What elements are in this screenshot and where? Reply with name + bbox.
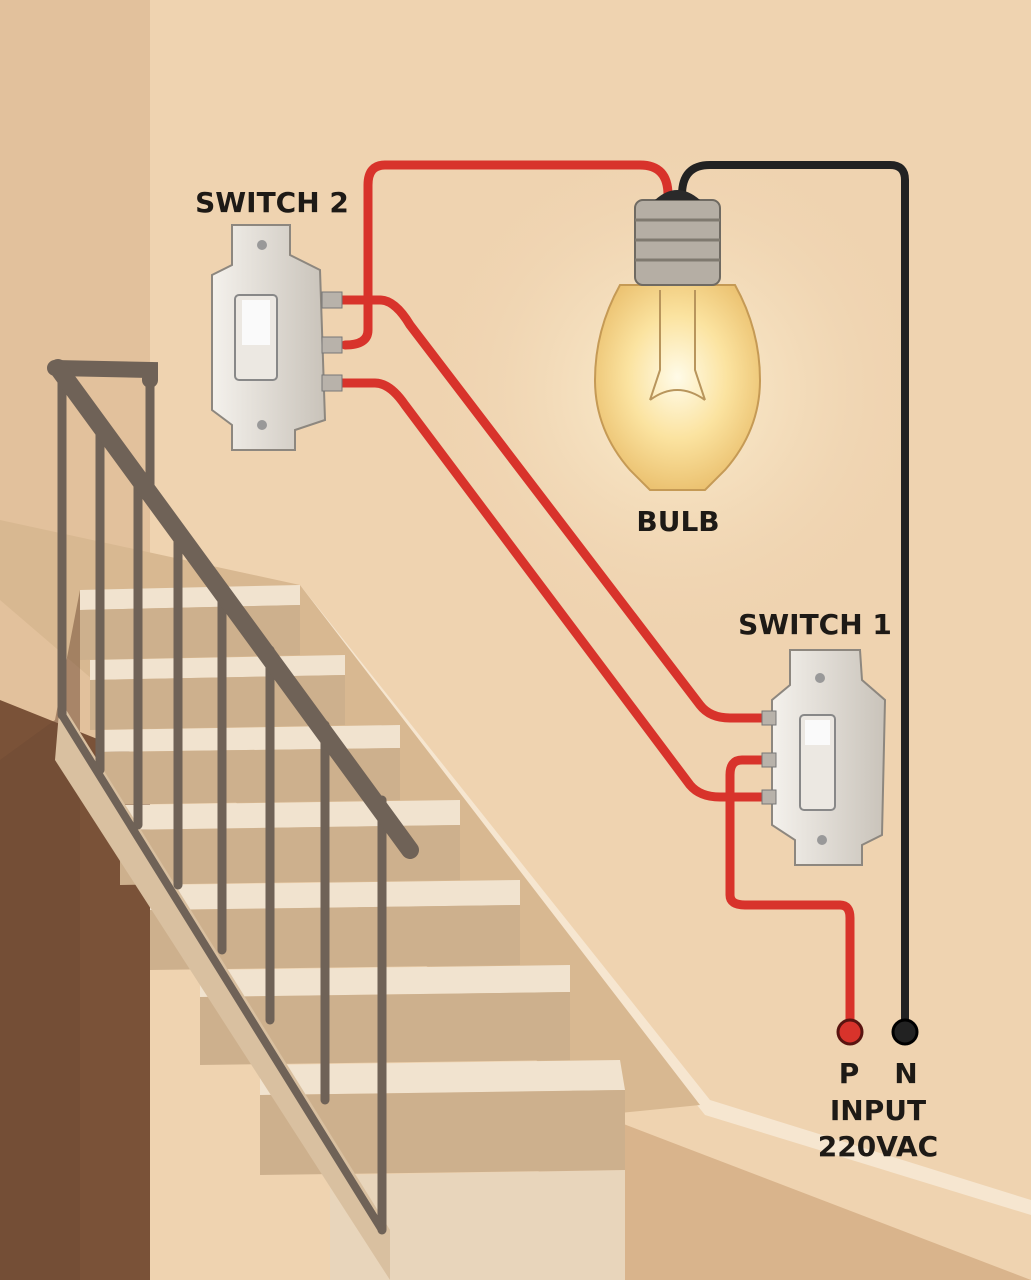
light-bulb — [593, 190, 762, 491]
input-label: INPUT — [829, 1094, 927, 1127]
wire-traveler-2 — [335, 378, 777, 802]
wire-traveler-1 — [335, 295, 777, 723]
switch-2 — [211, 224, 343, 451]
switch-1-label: SWITCH 1 — [738, 608, 892, 641]
live-wires — [335, 160, 855, 1035]
wire-bulb-to-switch2 — [340, 160, 673, 350]
voltage-label: 220VAC — [817, 1130, 939, 1163]
neutral-label: N — [894, 1057, 918, 1090]
switch-2-label: SWITCH 2 — [195, 186, 349, 219]
neutral-wire — [678, 161, 909, 1034]
wire-switch1-to-phase — [725, 755, 855, 1035]
bulb-label: BULB — [636, 505, 720, 538]
bulb-socket — [634, 199, 721, 286]
phase-terminal — [836, 1018, 864, 1046]
switch-1 — [761, 649, 887, 866]
phase-label: P — [838, 1057, 860, 1090]
neutral-terminal — [891, 1018, 919, 1046]
stair-railing — [47, 359, 419, 1235]
